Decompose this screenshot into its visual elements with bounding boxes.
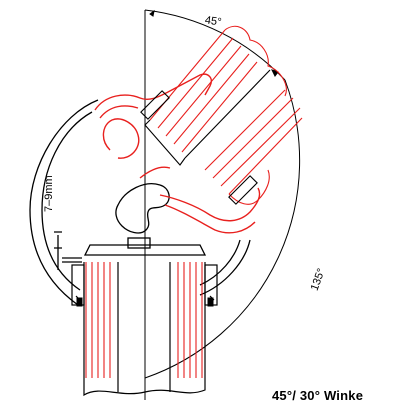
angled-glass — [149, 25, 303, 205]
vertical-glass — [85, 262, 203, 378]
center-joint — [54, 183, 207, 270]
seal-clamps — [76, 297, 214, 307]
angle-135-label: 135° — [309, 267, 328, 292]
rotating-profile — [94, 73, 261, 234]
angle-45-label: 45° — [204, 14, 222, 28]
gap-7-9mm-label: 7–9mm — [43, 175, 55, 212]
angled-glass-center-line — [140, 69, 271, 205]
angle-caption: 45°/ 30° Winke — [272, 388, 364, 403]
